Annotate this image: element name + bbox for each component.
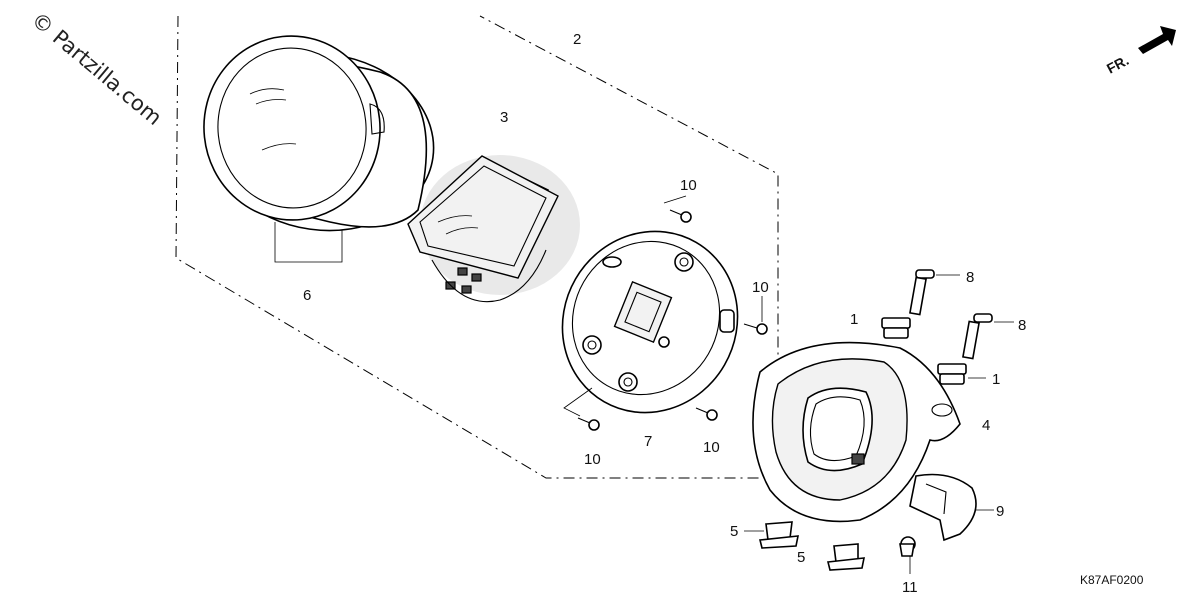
bolt-8-left xyxy=(909,269,935,316)
leader-10-upper xyxy=(663,195,687,204)
bolt-8-right xyxy=(962,313,993,360)
diagram-code: K87AF0200 xyxy=(1080,573,1144,587)
meter-lens-case xyxy=(203,35,435,232)
front-indicator-label: FR. xyxy=(1104,52,1131,77)
watermark: © Partzilla.com xyxy=(27,7,167,130)
meter-cover-housing xyxy=(752,341,961,523)
screw-10-lower-left xyxy=(577,417,600,431)
callout-2: 2 xyxy=(573,31,581,48)
rubber-1-right xyxy=(937,363,967,385)
meter-panel-lcd xyxy=(407,155,580,303)
callout-1-left: 1 xyxy=(850,311,858,328)
screw-10-right xyxy=(743,323,768,335)
meter-lower-case xyxy=(561,230,739,414)
callout-7: 7 xyxy=(644,433,652,450)
callout-8-right: 8 xyxy=(1018,317,1026,334)
callout-5-left: 5 xyxy=(730,523,738,540)
callout-3: 3 xyxy=(500,109,508,126)
callout-4: 4 xyxy=(982,417,990,434)
leader-6 xyxy=(274,222,343,263)
callout-10-lower-right: 10 xyxy=(703,439,720,456)
callout-9: 9 xyxy=(996,503,1004,520)
callout-5-right: 5 xyxy=(797,549,805,566)
callout-8-left: 8 xyxy=(966,269,974,286)
callout-10-right: 10 xyxy=(752,279,769,296)
clamp-band xyxy=(909,473,977,542)
rubber-5-left xyxy=(759,521,799,549)
callout-10-lower-left: 10 xyxy=(584,451,601,468)
callout-10-upper: 10 xyxy=(680,177,697,194)
callout-11: 11 xyxy=(902,579,918,596)
front-direction-arrow-icon xyxy=(1138,26,1176,54)
rubber-1-left xyxy=(881,317,911,339)
screw-10-upper xyxy=(669,209,692,223)
screw-10-lower-right xyxy=(695,407,718,421)
callout-6: 6 xyxy=(303,287,311,304)
callout-1-right: 1 xyxy=(992,371,1000,388)
rubber-5-right xyxy=(827,543,865,571)
leader-10-lower-left xyxy=(563,387,593,417)
assembly-boundary xyxy=(175,15,779,479)
screw-11 xyxy=(899,536,916,557)
